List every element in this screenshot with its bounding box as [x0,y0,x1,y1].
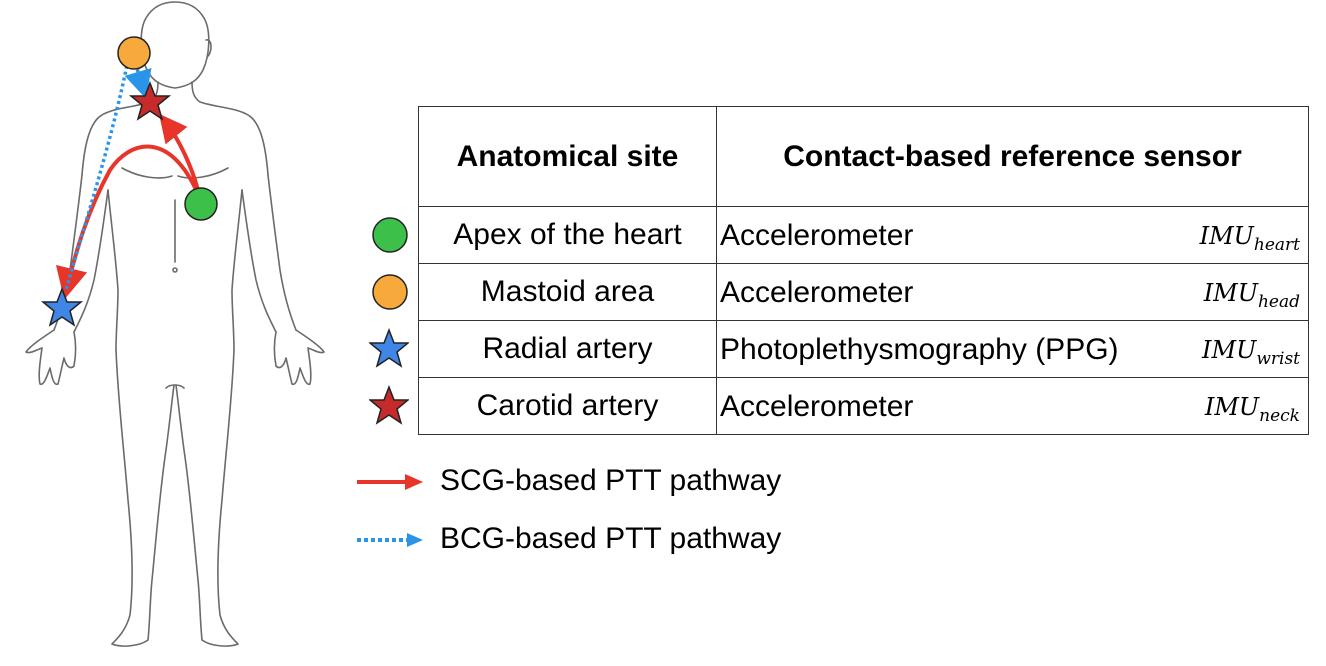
site-cell: Carotid artery [418,377,717,435]
sensor-site-table: Anatomical site Contact-based reference … [418,106,1309,435]
table-row: Apex of the heart Accelerometer IMUheart [418,206,1309,264]
bcg-pathway-head-to-wrist [64,59,130,291]
imu-label: IMUneck [1204,393,1300,426]
header-reference-sensor: Contact-based reference sensor [716,106,1309,207]
table-row: Mastoid area Accelerometer IMUhead [418,263,1309,321]
legend-scg: SCG-based PTT pathway [355,462,875,502]
sensor-label: Photoplethysmography (PPG) [720,333,1119,366]
row-marker-blue-star-icon [369,328,409,368]
scg-pathway-heart-to-neck [159,113,200,191]
legend-bcg: BCG-based PTT pathway [355,520,875,560]
sensor-cell: Accelerometer IMUheart [716,206,1309,264]
site-cell: Radial artery [418,320,717,378]
wrist-marker-icon [40,286,84,327]
site-cell: Apex of the heart [418,206,717,264]
header-anatomical-site: Anatomical site [418,106,717,207]
imu-label: IMUwrist [1202,336,1300,369]
dotted-blue-arrow-icon [357,533,423,547]
human-body-figure [25,1,325,647]
solid-red-arrow-icon [357,474,423,490]
sensor-cell: Accelerometer IMUhead [716,263,1309,321]
carotid-marker-icon [128,80,172,121]
legend-bcg-label: BCG-based PTT pathway [440,522,782,555]
sensor-label: Accelerometer [720,390,914,423]
table-header-row: Anatomical site Contact-based reference … [418,106,1309,207]
imu-label: IMUhead [1203,279,1300,312]
sensor-cell: Accelerometer IMUneck [716,377,1309,435]
sensor-cell: Photoplethysmography (PPG) IMUwrist [716,320,1309,378]
imu-label: IMUheart [1199,222,1300,255]
table-row: Carotid artery Accelerometer IMUneck [418,377,1309,435]
heart-marker-icon [184,187,218,221]
mastoid-marker-icon [117,36,151,70]
row-marker-orange-circle-icon [372,274,408,310]
row-marker-red-star-icon [369,385,409,425]
row-marker-green-circle-icon [372,217,408,253]
sensor-label: Accelerometer [720,276,914,309]
site-cell: Mastoid area [418,263,717,321]
sensor-label: Accelerometer [720,219,914,252]
legend-scg-label: SCG-based PTT pathway [440,464,782,497]
body-outline [25,1,325,647]
table-row: Radial artery Photoplethysmography (PPG)… [418,320,1309,378]
